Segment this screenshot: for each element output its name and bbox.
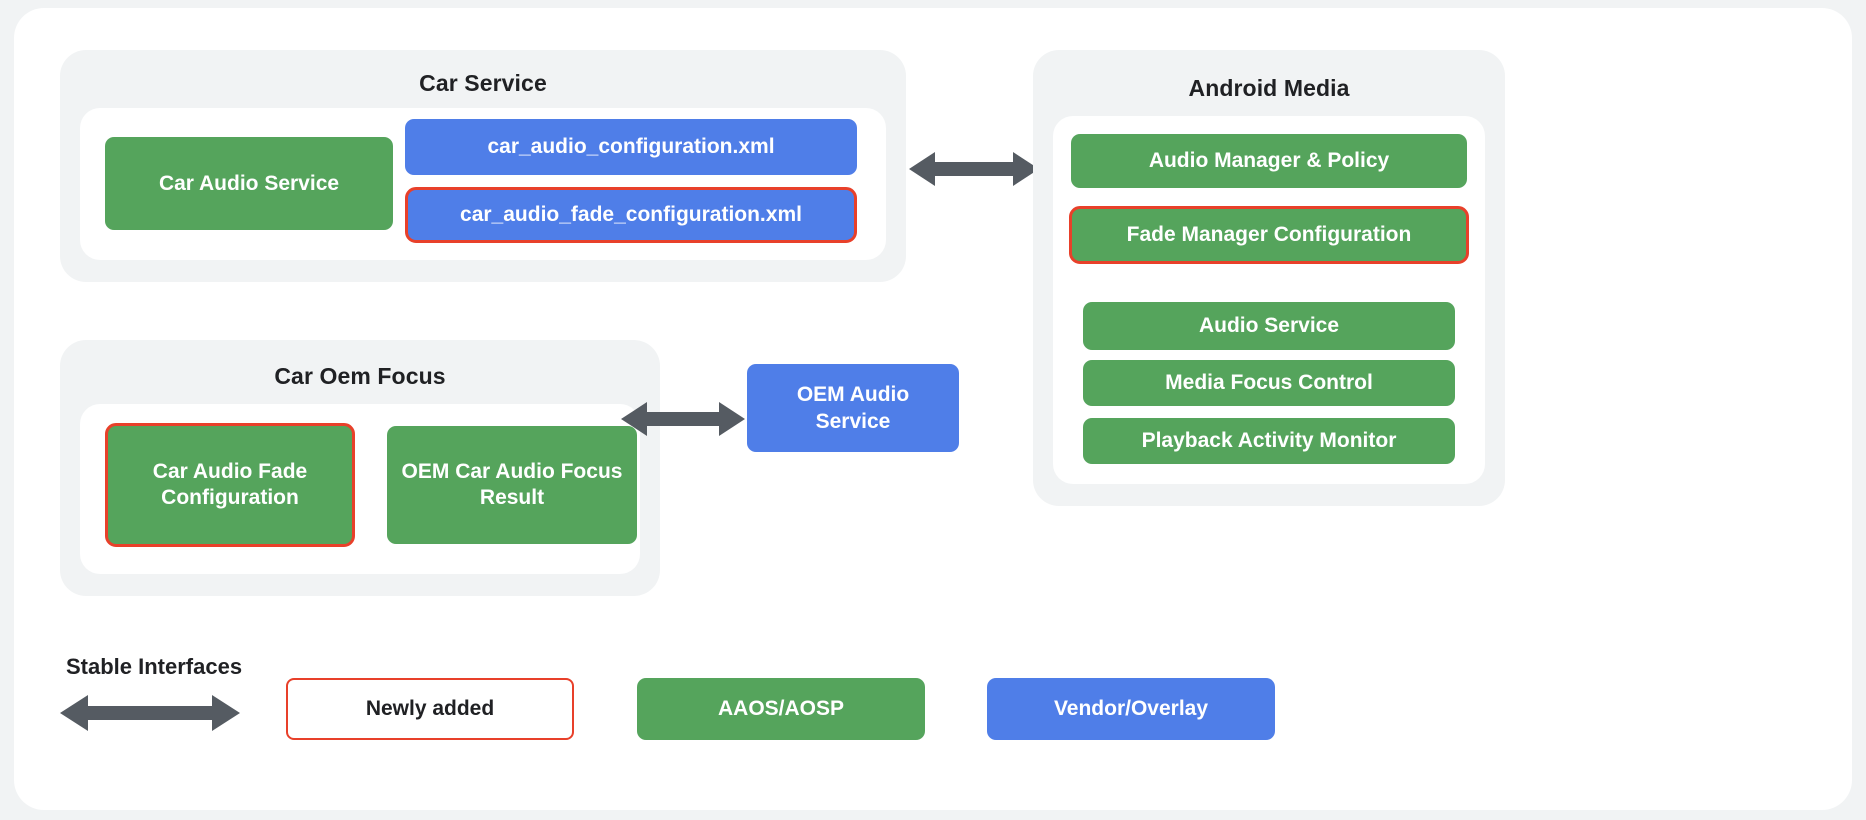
legend-item-aaos-aosp[interactable]: AAOS/AOSP xyxy=(637,678,925,740)
node-label: Fade Manager Configuration xyxy=(1126,223,1412,247)
group-title-car-oem-focus: Car Oem Focus xyxy=(274,363,446,389)
node-label: car_audio_fade_configuration.xml xyxy=(460,203,802,227)
node-playback-activity-monitor[interactable]: Playback Activity Monitor xyxy=(1083,418,1455,464)
legend-item-label: AAOS/AOSP xyxy=(717,697,845,721)
node-car-audio-fade-configuration-xml[interactable]: car_audio_fade_configuration.xml xyxy=(405,187,857,243)
node-car-audio-service[interactable]: Car Audio Service xyxy=(105,137,393,230)
node-oem-audio-service[interactable]: OEM Audio Service xyxy=(747,364,959,452)
legend-item-newly-added[interactable]: Newly added xyxy=(286,678,574,740)
legend-item-label: Vendor/Overlay xyxy=(1053,697,1209,721)
group-panel-android-media: Android Media Audio Manager & Policy Fad… xyxy=(1033,50,1505,506)
group-panel-car-oem-focus: Car Oem Focus Car Audio Fade Configurati… xyxy=(60,340,660,596)
node-label: Car Audio Fade Configuration xyxy=(152,460,308,509)
diagram-canvas: Car Service Car Audio Service car_audio_… xyxy=(14,8,1852,810)
node-car-audio-configuration-xml[interactable]: car_audio_configuration.xml xyxy=(405,119,857,175)
node-car-audio-fade-configuration[interactable]: Car Audio Fade Configuration xyxy=(105,423,355,547)
node-fade-manager-configuration[interactable]: Fade Manager Configuration xyxy=(1069,206,1469,264)
legend-stable-interface-arrow xyxy=(60,692,240,734)
node-label: Media Focus Control xyxy=(1165,371,1373,395)
node-label-line2: Service xyxy=(815,410,891,433)
node-oem-car-audio-focus-result[interactable]: OEM Car Audio Focus Result xyxy=(387,426,637,544)
inner-card-car-service: Car Audio Service car_audio_configuratio… xyxy=(80,108,886,260)
legend-title: Stable Interfaces xyxy=(66,654,243,679)
legend-item-label: Newly added xyxy=(365,697,495,721)
legend-item-vendor-overlay[interactable]: Vendor/Overlay xyxy=(987,678,1275,740)
inner-card-car-oem-focus: Car Audio Fade Configuration OEM Car Aud… xyxy=(80,404,640,574)
node-label: car_audio_configuration.xml xyxy=(487,135,775,159)
node-audio-service[interactable]: Audio Service xyxy=(1083,302,1455,350)
group-title-android-media: Android Media xyxy=(1188,75,1350,101)
connector-car-oem-focus-to-oem-audio-service xyxy=(621,398,745,440)
node-label: OEM Car Audio Focus Result xyxy=(401,460,623,509)
node-label: Car Audio Service xyxy=(158,171,340,195)
node-media-focus-control[interactable]: Media Focus Control xyxy=(1083,360,1455,406)
node-label: Playback Activity Monitor xyxy=(1141,429,1397,453)
node-label-line1: OEM Audio xyxy=(796,382,910,406)
group-title-car-service: Car Service xyxy=(419,70,547,96)
group-panel-car-service: Car Service Car Audio Service car_audio_… xyxy=(60,50,906,282)
connector-car-service-to-android-media xyxy=(909,148,1039,190)
inner-card-android-media: Audio Manager & Policy Fade Manager Conf… xyxy=(1053,116,1485,484)
node-label: Audio Manager & Policy xyxy=(1148,149,1390,173)
node-label: Audio Service xyxy=(1198,314,1340,338)
node-audio-manager-and-policy[interactable]: Audio Manager & Policy xyxy=(1071,134,1467,188)
